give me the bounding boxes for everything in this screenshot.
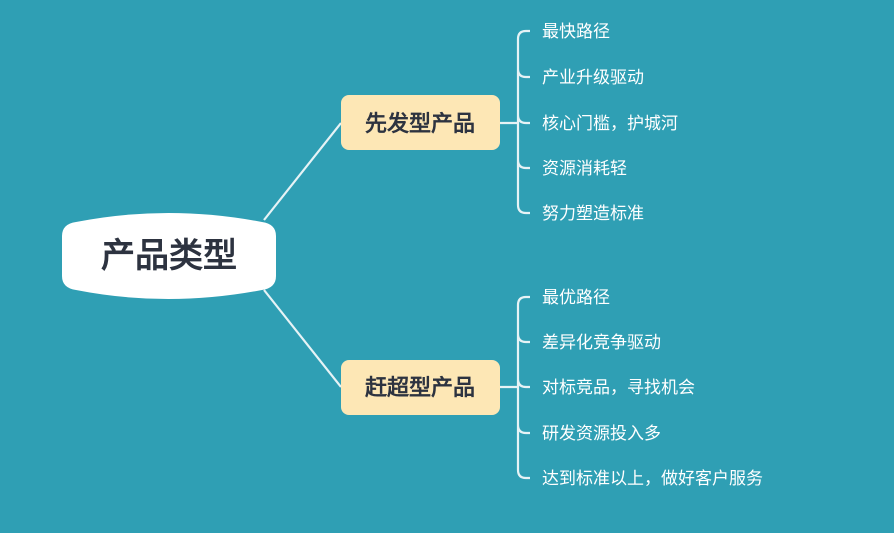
leaf-node[interactable]: 最优路径: [542, 288, 610, 308]
connector-root-branch-1: [263, 122, 342, 221]
branch-node-catch-up[interactable]: [341, 360, 500, 415]
bracket-connector: [500, 295, 530, 480]
branch-label: 先发型产品: [365, 111, 475, 137]
root-node[interactable]: [62, 213, 276, 299]
branch-catch-up: 赶超型产品: [341, 360, 500, 415]
bracket-connector: [500, 29, 530, 215]
leaf-node[interactable]: 核心门槛，护城河: [542, 114, 678, 134]
leaf-node[interactable]: 资源消耗轻: [542, 159, 627, 179]
leaf-node[interactable]: 达到标准以上，做好客户服务: [542, 469, 763, 489]
leaf-node[interactable]: 产业升级驱动: [542, 68, 644, 88]
leaf-node[interactable]: 差异化竞争驱动: [542, 333, 661, 353]
leaf-node[interactable]: 努力塑造标准: [542, 204, 644, 224]
branch-node-first-mover[interactable]: [341, 95, 500, 150]
root-label: 产品类型: [101, 236, 237, 276]
leaf-node[interactable]: 研发资源投入多: [542, 424, 661, 444]
leaf-node[interactable]: 最快路径: [542, 22, 610, 42]
connector-root-branch-2: [263, 289, 342, 388]
leaf-node[interactable]: 对标竞品，寻找机会: [542, 378, 695, 398]
branch-first-mover: 先发型产品: [341, 95, 500, 150]
branch-label: 赶超型产品: [364, 375, 475, 401]
